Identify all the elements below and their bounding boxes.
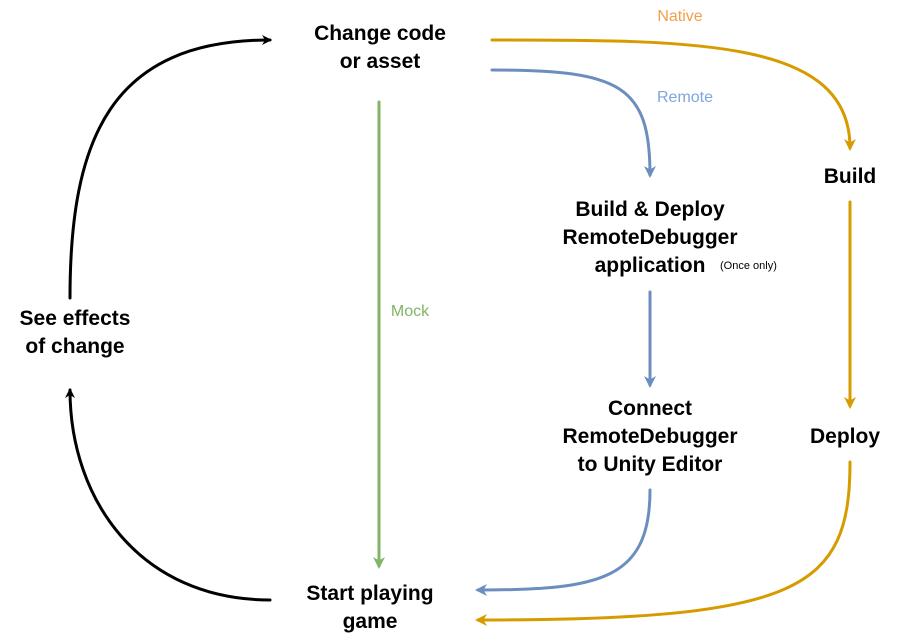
edge-remote-change-to-build-deploy [490, 68, 656, 178]
node-connect-line-3: to Unity Editor [578, 453, 723, 476]
node-see-effects-line-2: of change [25, 335, 124, 358]
edge-start-to-see-effects [65, 388, 272, 602]
node-start-playing-game: Start playing game [306, 582, 433, 633]
edge-native-deploy-to-start-line [475, 460, 852, 626]
edge-remote-connect-to-start-line [475, 488, 652, 596]
node-build-deploy-note: (Once only) [720, 260, 777, 272]
edge-remote-connect-to-start [475, 488, 652, 596]
node-see-effects-line-1: See effects [20, 307, 131, 330]
edge-label-native: Native [657, 8, 702, 25]
edge-see-effects-to-change [68, 35, 272, 300]
node-build: Build [824, 165, 877, 188]
edge-label-remote: Remote [657, 89, 713, 106]
node-change-code-line-1: Change code [314, 22, 446, 45]
node-build-deploy-line-3: application [595, 254, 706, 277]
edge-label-mock: Mock [391, 303, 430, 320]
edge-start-to-see-effects-line [65, 388, 272, 602]
node-build-deploy-remotedebugger: Build & Deploy RemoteDebugger applicatio… [562, 198, 776, 277]
edge-see-effects-to-change-line [68, 35, 272, 300]
node-change-code: Change code or asset [314, 22, 446, 73]
edge-native-change-to-build-line [490, 38, 856, 151]
edge-remote-change-to-build-deploy-line [490, 68, 656, 178]
node-start-line-1: Start playing [306, 582, 433, 605]
node-connect-remotedebugger: Connect RemoteDebugger to Unity Editor [562, 397, 737, 476]
edge-native-deploy-to-start [475, 460, 852, 626]
node-build-deploy-line-2: RemoteDebugger [562, 226, 737, 249]
node-start-line-2: game [343, 610, 398, 633]
node-connect-line-2: RemoteDebugger [562, 425, 737, 448]
node-build-line-1: Build [824, 165, 877, 188]
node-build-deploy-line-1: Build & Deploy [575, 198, 725, 221]
node-deploy-line-1: Deploy [810, 425, 880, 448]
node-deploy: Deploy [810, 425, 880, 448]
node-connect-line-1: Connect [608, 397, 692, 420]
edge-native-change-to-build [490, 38, 856, 151]
node-change-code-line-2: or asset [340, 50, 421, 73]
node-see-effects: See effects of change [20, 307, 131, 358]
